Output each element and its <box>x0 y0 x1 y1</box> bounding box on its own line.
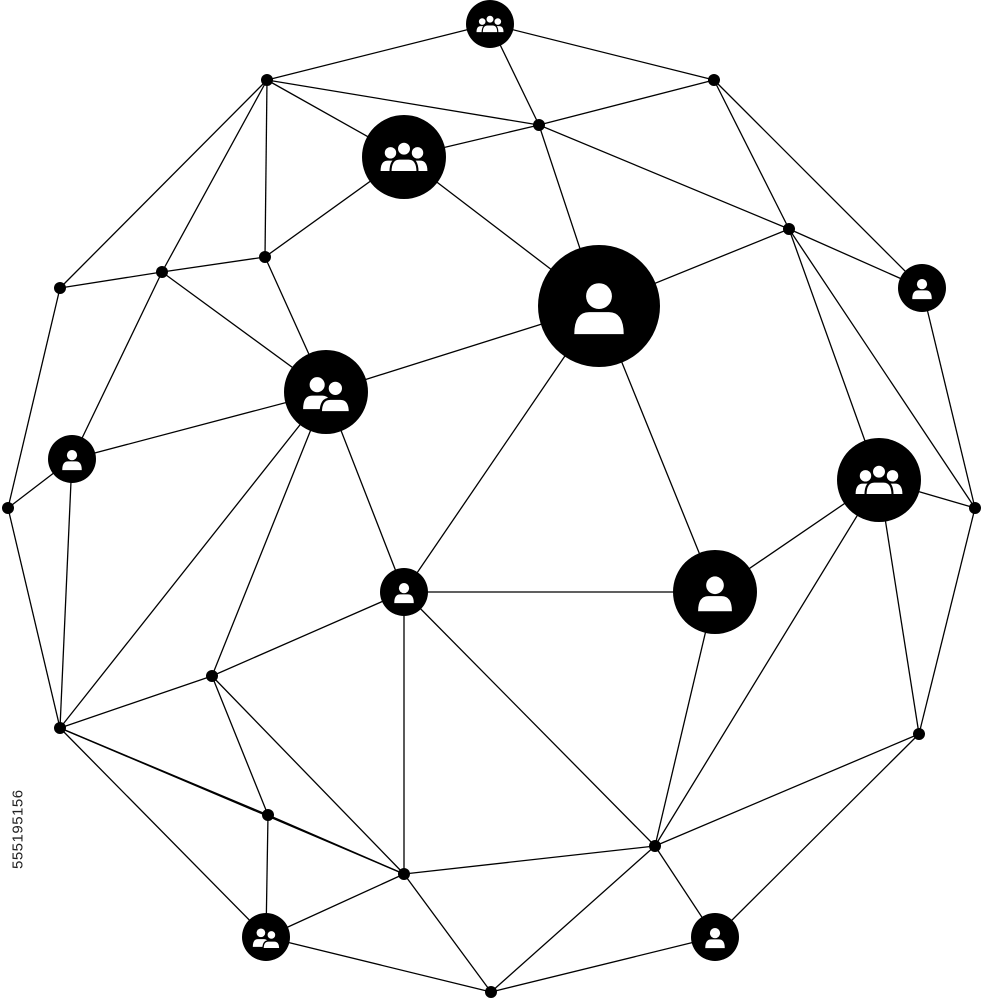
image-id-watermark: 555195156 <box>9 789 27 869</box>
edge <box>211 591 405 677</box>
user-group-node <box>837 438 921 522</box>
user-pair-node <box>284 350 368 434</box>
edge <box>264 79 268 258</box>
junction-dot <box>969 502 981 514</box>
user-person-node <box>691 913 739 961</box>
junction-dot <box>913 728 925 740</box>
edge <box>403 845 656 875</box>
edge <box>265 873 405 938</box>
junction-dot <box>54 282 66 294</box>
edge <box>713 79 923 289</box>
junction-dot <box>206 670 218 682</box>
edge <box>265 936 492 993</box>
edge <box>714 733 920 938</box>
junction-dot <box>533 119 545 131</box>
edge <box>267 814 405 875</box>
edge <box>59 391 327 729</box>
junction-dot <box>485 986 497 998</box>
edge <box>59 727 267 938</box>
user-person-node <box>380 568 428 616</box>
edge <box>490 936 716 993</box>
user-person-node <box>538 245 660 367</box>
junction-dot <box>259 251 271 263</box>
edge <box>59 458 73 729</box>
junction-dots-layer <box>2 74 981 998</box>
edge <box>266 79 540 126</box>
edge <box>266 23 491 81</box>
edge <box>7 507 61 729</box>
junction-dot <box>262 809 274 821</box>
junction-dot <box>708 74 720 86</box>
edge <box>71 271 163 460</box>
edge <box>489 23 715 81</box>
edges-layer <box>7 23 976 993</box>
edge <box>490 845 656 993</box>
edge <box>59 79 268 289</box>
edge <box>788 228 923 289</box>
junction-dot <box>156 266 168 278</box>
user-pair-node <box>242 913 290 961</box>
junction-dot <box>261 74 273 86</box>
edge <box>788 228 976 509</box>
user-group-node <box>362 115 446 199</box>
edge <box>878 479 920 735</box>
user-group-node <box>466 0 514 48</box>
user-person-node <box>898 264 946 312</box>
junction-dot <box>649 840 661 852</box>
edge <box>918 507 976 735</box>
edge <box>59 675 213 729</box>
edge <box>211 675 269 816</box>
edge <box>654 479 880 847</box>
edge <box>538 124 790 230</box>
edge <box>921 287 976 509</box>
edge <box>403 873 492 993</box>
edge <box>7 287 61 509</box>
junction-dot <box>398 868 410 880</box>
user-person-node <box>673 550 757 634</box>
edge <box>59 271 163 289</box>
edge <box>713 79 790 230</box>
edge <box>161 256 266 273</box>
edge <box>403 591 656 847</box>
edge <box>161 79 268 273</box>
junction-dot <box>2 502 14 514</box>
user-person-node <box>48 435 96 483</box>
edge <box>71 391 327 460</box>
edge <box>654 733 920 847</box>
edge <box>654 591 716 847</box>
edge <box>211 675 405 875</box>
junction-dot <box>783 223 795 235</box>
junction-dot <box>54 722 66 734</box>
user-nodes-layer <box>48 0 946 961</box>
edge <box>211 391 327 677</box>
edge <box>538 79 715 126</box>
edge <box>788 228 880 481</box>
